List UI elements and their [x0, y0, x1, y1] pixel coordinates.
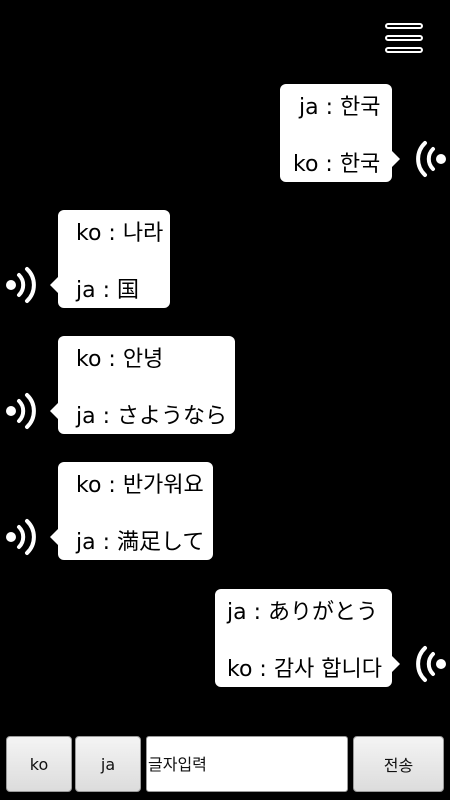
message-bubble-3: ko : 안녕 ja : さようなら	[50, 336, 235, 434]
message-1-line-1: ja : 한국	[299, 95, 381, 120]
message-2-line-1: ko : 나라	[76, 221, 164, 246]
speaker-icon-message-1[interactable]	[402, 135, 450, 183]
input-bar: ko ja 전송	[0, 733, 450, 800]
message-bubble-4: ko : 반가워요 ja : 満足して	[50, 462, 213, 560]
send-label: 전송	[383, 756, 414, 775]
message-5-line-2: ko : 감사 합니다	[227, 657, 383, 682]
send-button[interactable]: 전송	[353, 736, 444, 792]
menu-icon-bar-bottom	[385, 47, 423, 53]
message-input[interactable]	[146, 736, 348, 792]
message-3-line-1: ko : 안녕	[76, 347, 164, 372]
message-4-line-1: ko : 반가워요	[76, 473, 204, 498]
message-bubble-5: ja : ありがとう ko : 감사 합니다	[215, 589, 400, 687]
menu-icon-bar-top	[385, 23, 423, 29]
ja-language-label: ja	[100, 754, 116, 774]
message-5-line-1: ja : ありがとう	[227, 600, 378, 625]
menu-button[interactable]	[383, 21, 427, 57]
message-3-line-2: ja : さようなら	[76, 404, 227, 429]
message-bubble-2: ko : 나라 ja : 国	[50, 210, 170, 308]
ko-language-button[interactable]: ko	[6, 736, 72, 792]
message-1-line-2: ko : 한국	[293, 152, 381, 177]
speaker-icon-message-5[interactable]	[402, 640, 450, 688]
speaker-icon-message-3[interactable]	[2, 387, 50, 435]
speaker-icon-message-4[interactable]	[2, 513, 50, 561]
ja-language-button[interactable]: ja	[75, 736, 141, 792]
menu-icon-bar-middle	[385, 35, 423, 41]
message-bubble-1: ja : 한국 ko : 한국	[280, 84, 400, 182]
message-4-line-2: ja : 満足して	[76, 530, 205, 555]
message-2-line-2: ja : 国	[76, 278, 139, 303]
ko-language-label: ko	[29, 754, 49, 774]
speaker-icon-message-2[interactable]	[2, 261, 50, 309]
